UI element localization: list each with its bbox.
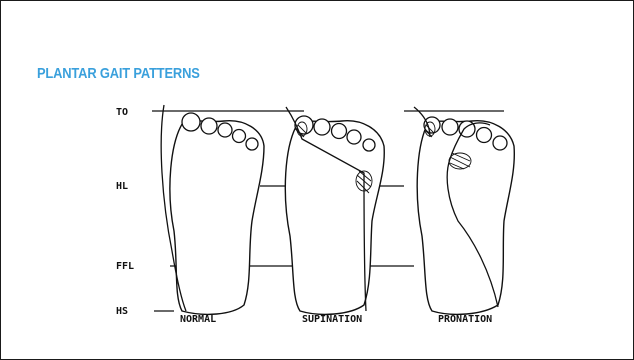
label-to: TO [116,107,128,118]
slide-title: PLANTAR GAIT PATTERNS [37,65,200,82]
label-supination: SUPINATION [302,314,362,325]
label-hl: HL [116,181,128,192]
foot-pronation [414,107,514,314]
foot-normal [161,105,264,314]
label-ffl: FFL [116,261,134,272]
foot-supination [285,107,384,314]
label-hs: HS [116,306,128,317]
label-pronation: PRONATION [438,314,492,325]
gait-figure: TO HL FFL HS NORMAL SUPINATION PRONATION [114,101,520,325]
label-normal: NORMAL [180,314,216,325]
gait-diagram: TO HL FFL HS NORMAL SUPINATION PRONATION [114,101,520,325]
